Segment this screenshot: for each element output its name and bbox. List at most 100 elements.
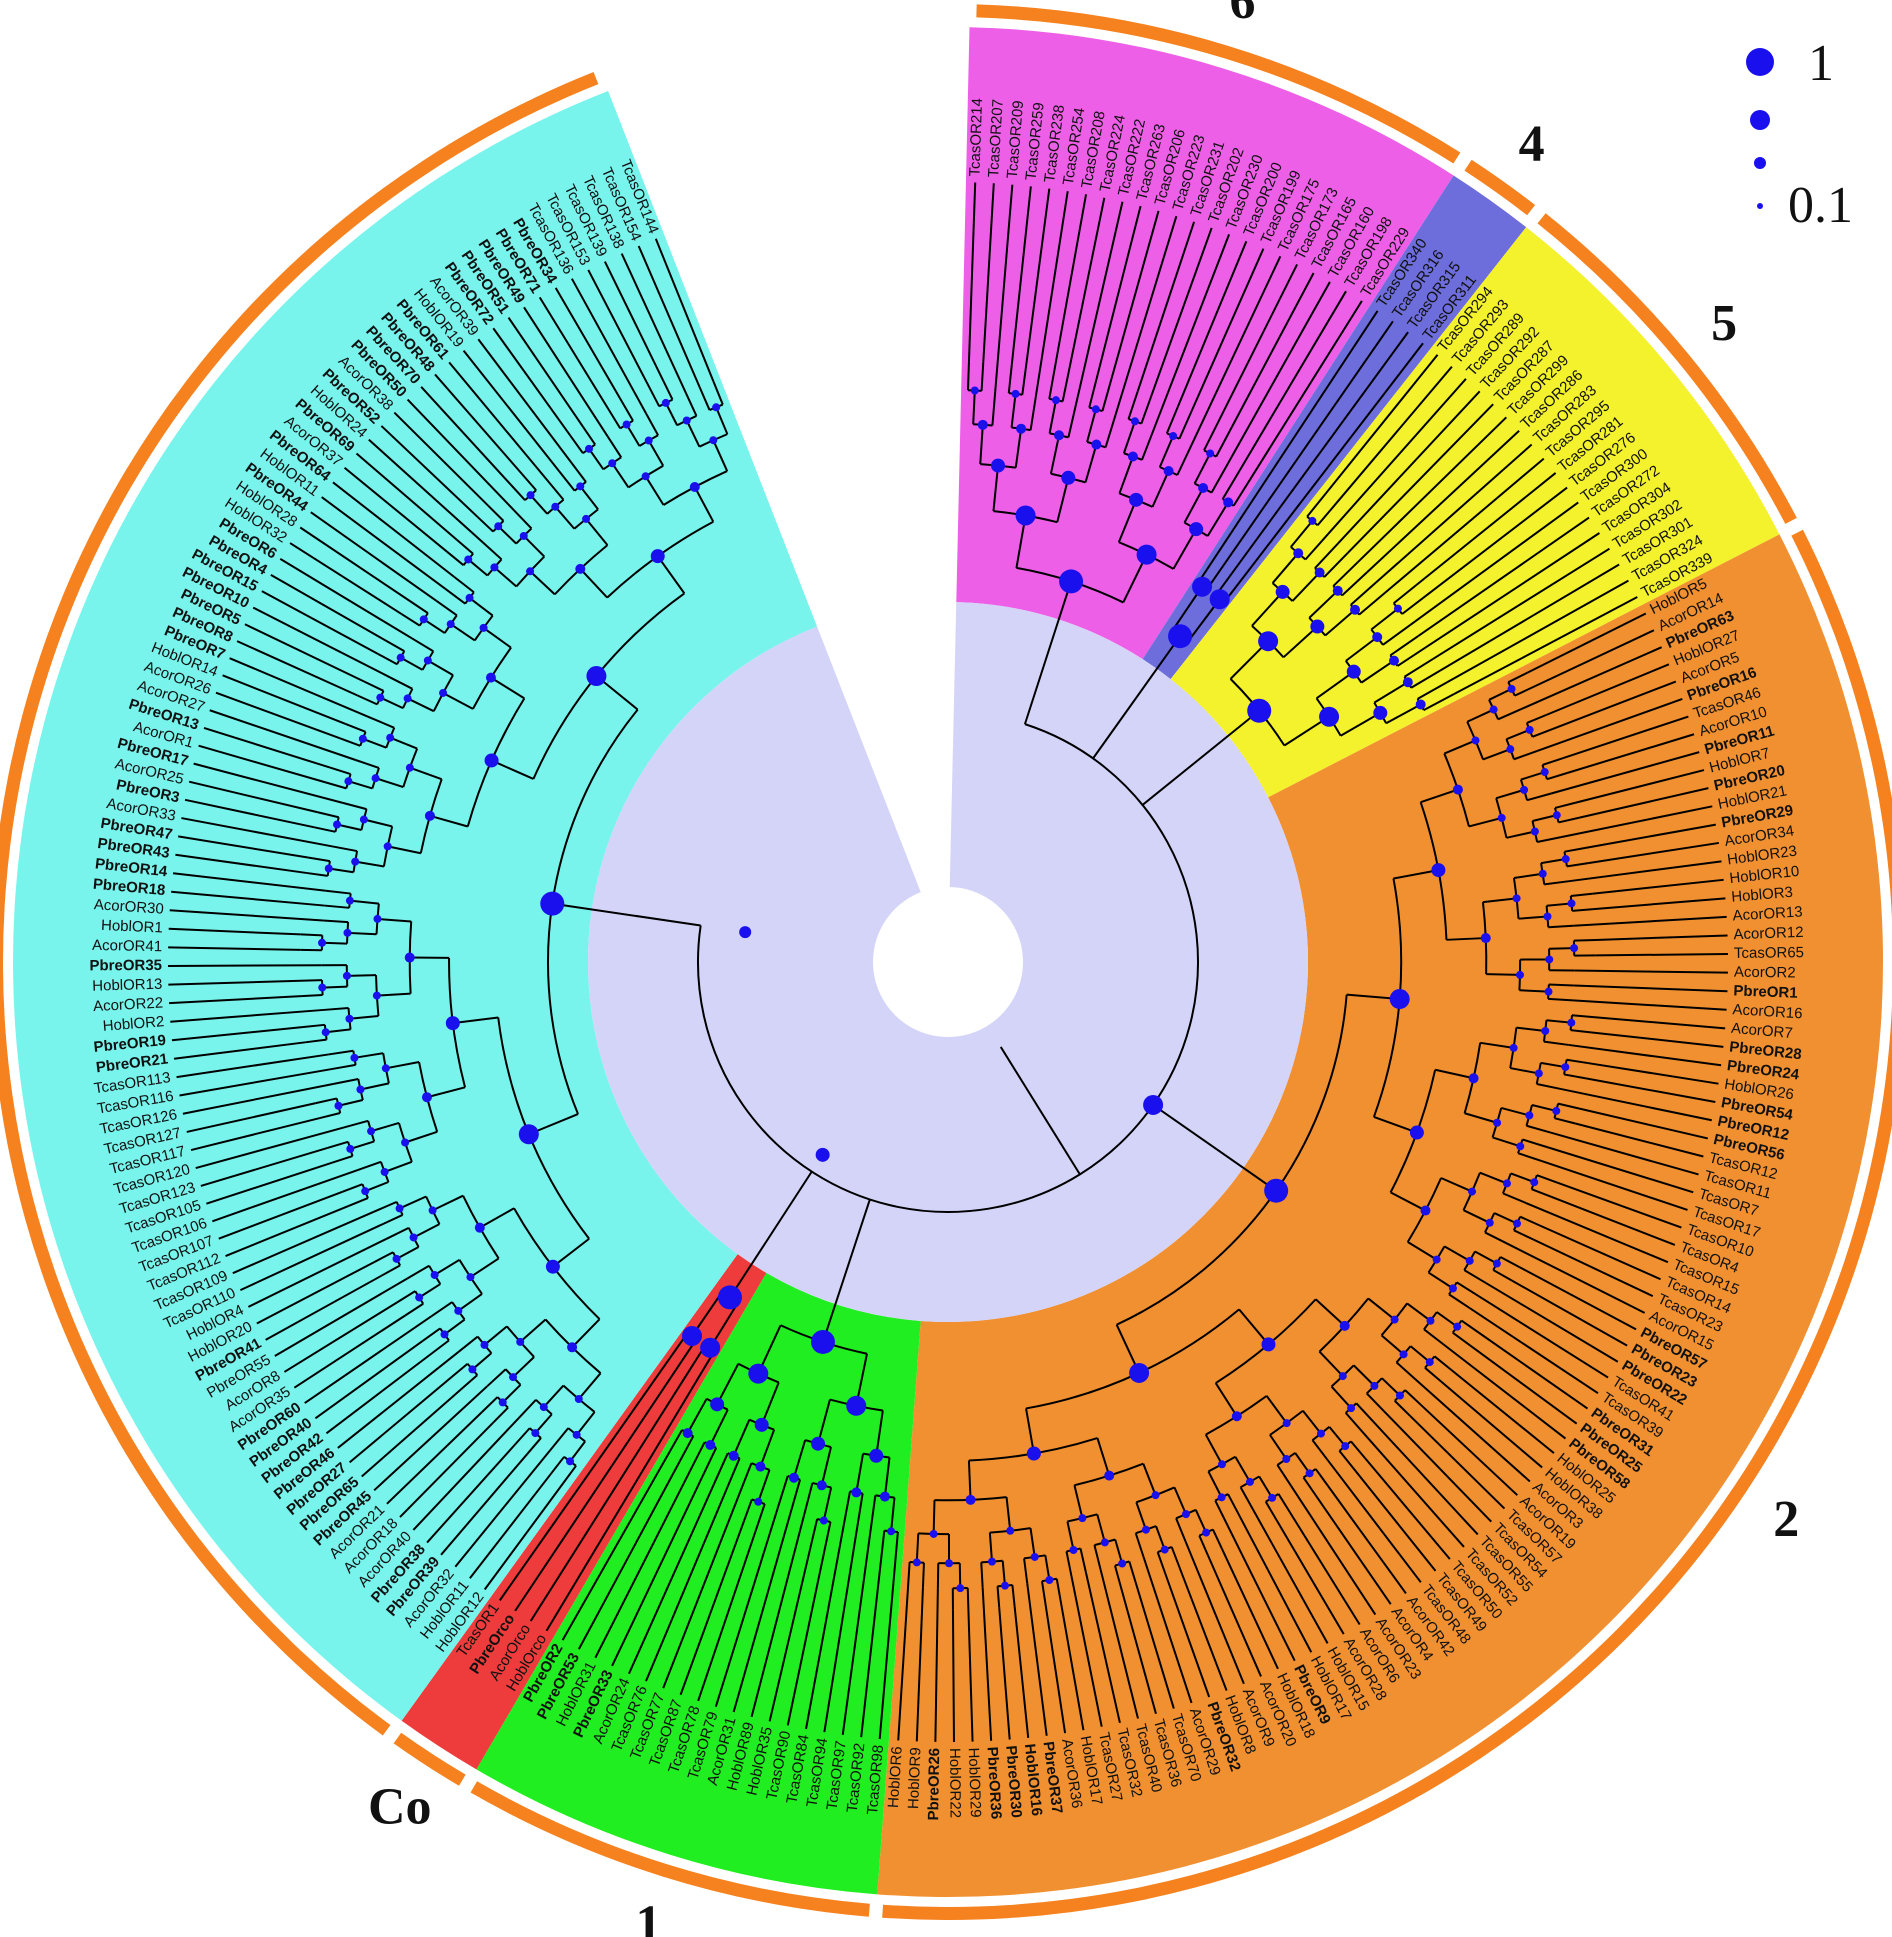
support-node (1402, 677, 1413, 688)
support-node (650, 549, 665, 564)
clade-sector-Co (401, 1254, 767, 1770)
internal-branch (1401, 595, 1426, 615)
internal-branch (409, 600, 429, 614)
internal-branch (1382, 624, 1411, 646)
internal-branch (1158, 435, 1175, 468)
internal-branch (579, 568, 608, 599)
leaf-branch (637, 245, 701, 388)
internal-branch (1328, 1426, 1346, 1447)
leaf-branch (1585, 823, 1716, 849)
internal-branch (611, 462, 630, 488)
internal-branch (315, 1097, 338, 1105)
leaf-branch (1443, 1343, 1567, 1440)
internal-branch (1484, 1231, 1508, 1245)
internal-branch (915, 1533, 920, 1563)
support-node (682, 1428, 693, 1439)
support-node (409, 1233, 418, 1242)
leaf-branch (1034, 191, 1069, 397)
support-node (446, 620, 455, 629)
root-branch (999, 1046, 1081, 1175)
internal-branch (1557, 1102, 1580, 1110)
leaf-label: TcasOR207 (985, 99, 1007, 178)
internal-branch (363, 818, 393, 828)
leaf-branch (169, 909, 324, 922)
support-node (421, 1092, 432, 1103)
internal-branch (1344, 1412, 1364, 1433)
internal-branch (1029, 1528, 1036, 1558)
internal-branch (1571, 1014, 1594, 1019)
internal-branch (1395, 1361, 1416, 1380)
internal-branch (1079, 1548, 1087, 1574)
support-node (1471, 736, 1480, 745)
clade-sectors (12, 27, 1884, 1897)
support-node (1534, 1069, 1543, 1078)
leaf-branch (603, 261, 664, 381)
support-node (373, 914, 382, 923)
leaf-branch (1231, 320, 1394, 553)
internal-branch (1464, 1112, 1498, 1124)
leaf-label: PbreOR35 (89, 957, 162, 974)
internal-branch (1506, 830, 1536, 839)
leaf-branch (732, 1511, 792, 1713)
leaf-branch (594, 1471, 691, 1659)
support-node (689, 481, 700, 492)
internal-branch (308, 856, 331, 863)
internal-branch (966, 361, 970, 391)
internal-branch (967, 1460, 972, 1500)
support-node (401, 1138, 410, 1147)
leaf-branch (310, 511, 437, 602)
internal-branch (1543, 1040, 1569, 1046)
support-node (575, 563, 586, 574)
leaf-branch (1424, 486, 1568, 598)
support-node (1045, 1576, 1054, 1585)
internal-branch (1276, 1464, 1292, 1487)
internal-branch (1532, 814, 1558, 822)
internal-branch (1563, 1073, 1586, 1080)
leaf-branch (229, 657, 372, 719)
inner-ring (588, 602, 1308, 1322)
support-node (361, 1187, 370, 1196)
internal-branch (407, 697, 435, 713)
internal-branch (370, 1122, 400, 1133)
support-node (350, 1053, 359, 1062)
support-node (887, 1527, 896, 1536)
internal-branch (725, 1457, 741, 1490)
support-node (1314, 567, 1325, 578)
leaf-branch (1241, 331, 1409, 560)
support-node (1206, 449, 1215, 458)
support-node (345, 1014, 354, 1023)
internal-branch (991, 391, 997, 426)
leaf-branch (1450, 1369, 1555, 1454)
support-node (810, 1329, 835, 1354)
support-node (1223, 497, 1234, 508)
internal-branch (644, 475, 665, 506)
internal-branch (1570, 892, 1593, 898)
support-node (1492, 1259, 1501, 1268)
leaf-branch (1383, 1410, 1492, 1523)
internal-branch (575, 1411, 596, 1436)
internal-branch (1128, 1561, 1137, 1583)
internal-branch (429, 814, 469, 828)
support-node (1390, 1315, 1399, 1324)
leaf-branch (265, 1274, 382, 1341)
support-node (1268, 1493, 1277, 1502)
internal-branch (1510, 1067, 1540, 1075)
leaf-branch (1067, 197, 1106, 374)
support-node (380, 1167, 389, 1176)
support-node (987, 1557, 996, 1566)
internal-branch (648, 386, 661, 407)
internal-branch (1350, 581, 1377, 606)
support-node (644, 436, 653, 445)
internal-branch (336, 823, 362, 831)
internal-branch (1183, 487, 1205, 524)
internal-branch (1497, 708, 1522, 721)
internal-branch (1482, 748, 1511, 761)
leaf-branch (1010, 186, 1032, 365)
support-node (439, 688, 448, 697)
internal-branch (343, 1119, 369, 1129)
internal-branch (1373, 1115, 1418, 1134)
internal-branch (487, 504, 505, 522)
support-node (1091, 405, 1100, 414)
leaf-branch (786, 1550, 826, 1726)
leaf-branch (190, 1117, 320, 1152)
